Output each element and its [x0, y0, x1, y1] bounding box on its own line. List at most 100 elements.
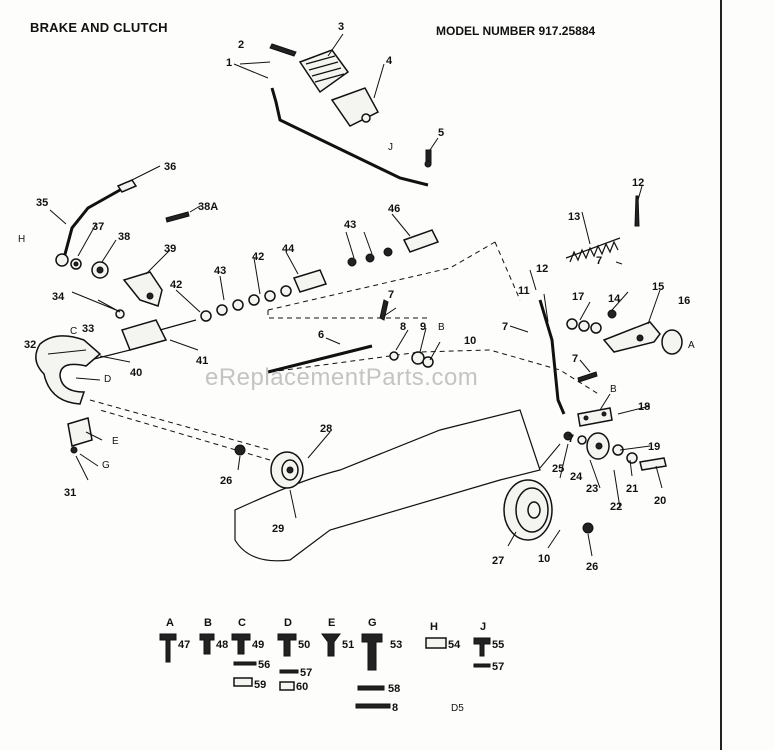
hw-num-48: 48	[216, 639, 228, 651]
callout-25: 25	[552, 463, 564, 475]
washer-part-37	[70, 258, 82, 270]
callout-7-a: 7	[388, 289, 394, 301]
rivet-h-icon	[425, 637, 447, 649]
callout-38a: 38A	[198, 201, 218, 213]
hw-num-54: 54	[448, 639, 461, 651]
callout-35: 35	[36, 197, 48, 209]
bolt-c-icon	[231, 633, 251, 655]
nut-part-25	[563, 431, 573, 441]
nut-part-26-lower	[582, 522, 594, 534]
callout-37: 37	[92, 221, 104, 233]
bolt-part-14	[607, 309, 617, 319]
callout-36: 36	[164, 161, 176, 173]
callout-1: 1	[226, 57, 232, 69]
bolt-a-icon	[159, 633, 177, 663]
pin-58-icon	[357, 685, 385, 691]
spring-pin-part-2	[269, 43, 297, 57]
hw-letter-b: B	[204, 617, 212, 629]
pin-57-icon	[279, 669, 299, 674]
pin-part-38a	[165, 211, 190, 223]
callout-26-a: 26	[220, 475, 232, 487]
hw-letter-d: D	[284, 617, 292, 629]
pin-57b-icon	[473, 663, 491, 668]
callout-7-d: 7	[572, 353, 578, 365]
callout-2: 2	[238, 39, 244, 51]
pin-8-icon	[355, 703, 391, 709]
clutch-lever-part-35	[55, 188, 121, 267]
plate-part-18	[577, 407, 613, 427]
bolt-j-icon	[473, 637, 491, 657]
washer-part-21	[626, 452, 638, 464]
shaft-stack	[200, 229, 440, 322]
hw-num-60: 60	[296, 681, 308, 693]
rod-part-12	[634, 195, 640, 227]
rod-part-6	[267, 344, 373, 374]
bracket-part-39	[122, 271, 163, 307]
callout-44: 44	[282, 243, 295, 255]
bolt-part-20	[639, 457, 667, 471]
callout-18: 18	[638, 401, 650, 413]
hw-num-55: 55	[492, 639, 504, 651]
bushing-59-icon	[233, 677, 253, 687]
frame-lower-outline	[234, 409, 541, 562]
hw-letter-h: H	[430, 621, 438, 633]
callout-43-b: 43	[344, 219, 356, 231]
letter-a: A	[688, 340, 695, 351]
letter-refs: H C D E G B B A J	[18, 142, 695, 471]
hardware-legend: A 47 B 48 C 49 56 59 D 50 57 60 E 51 G 5…	[159, 617, 504, 714]
callout-5: 5	[438, 127, 444, 139]
callout-22: 22	[610, 501, 622, 513]
callout-42-a: 42	[170, 279, 182, 291]
nut-part-26	[234, 444, 246, 456]
callout-21: 21	[626, 483, 638, 495]
bushing-60-icon	[279, 681, 295, 691]
hw-num-56: 56	[258, 659, 270, 671]
page-border	[720, 0, 722, 750]
callout-20: 20	[654, 495, 666, 507]
letter-g: G	[102, 460, 110, 471]
bushing-part-38	[91, 261, 109, 279]
page-title: BRAKE AND CLUTCH	[30, 20, 168, 35]
callout-19: 19	[648, 441, 660, 453]
hw-num-57-b: 57	[492, 661, 504, 673]
callout-39: 39	[164, 243, 176, 255]
callout-38: 38	[118, 231, 130, 243]
callout-10-a: 10	[464, 335, 476, 347]
callout-40: 40	[130, 367, 142, 379]
hw-num-51: 51	[342, 639, 354, 651]
hw-num-49: 49	[252, 639, 264, 651]
callout-10-b: 10	[538, 553, 550, 565]
callout-26-b: 26	[586, 561, 598, 573]
hw-letter-c: C	[238, 617, 246, 629]
callout-31: 31	[64, 487, 76, 499]
callout-13: 13	[568, 211, 580, 223]
bolt-b-icon	[199, 633, 215, 655]
knob-part-16	[661, 329, 683, 355]
callout-6: 6	[318, 329, 324, 341]
callout-7-c: 7	[596, 255, 602, 267]
callout-34: 34	[52, 291, 65, 303]
clip-part-7-right	[577, 371, 598, 383]
leader-lines	[47, 33, 663, 557]
letter-e: E	[112, 436, 119, 447]
brake-rod-part-1	[270, 87, 429, 187]
clip-part-7	[379, 299, 389, 321]
lever-part-15	[602, 321, 661, 353]
hw-num-59: 59	[254, 679, 266, 691]
callout-7-b: 7	[502, 321, 508, 333]
callout-23: 23	[586, 483, 598, 495]
spring-part-13	[565, 237, 621, 263]
callout-4: 4	[386, 55, 393, 67]
callout-16: 16	[678, 295, 690, 307]
hw-num-8: 8	[392, 702, 398, 714]
callout-41: 41	[196, 355, 208, 367]
callout-12-a: 12	[632, 177, 644, 189]
nut-part-33	[115, 309, 125, 319]
bolt-g-icon	[361, 633, 383, 671]
belt-guard-part-32	[35, 335, 102, 405]
washer-part-8	[389, 351, 399, 361]
callouts: 1 2 3 4 5 6 7 7 7 7 7 8 9 10 10 11 12 12…	[24, 21, 690, 573]
callout-32: 32	[24, 339, 36, 351]
model-number: MODEL NUMBER 917.25884	[436, 24, 596, 38]
